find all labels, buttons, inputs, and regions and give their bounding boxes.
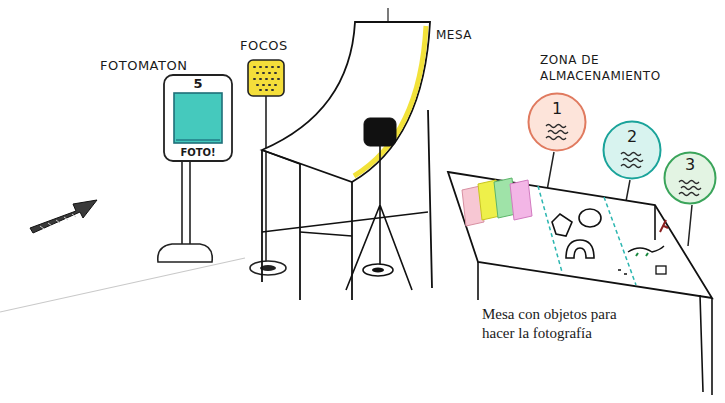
wavy-lines: [679, 181, 701, 196]
black-light-base: [363, 264, 393, 276]
black-light: [364, 118, 396, 146]
callout-number: 1: [527, 100, 587, 118]
small-tool: [660, 220, 668, 232]
wavy-lines: [621, 153, 643, 168]
small-box: [656, 266, 666, 274]
table-legs: [262, 110, 432, 300]
storage-sign: 1: [527, 92, 587, 152]
black-light-stand: [346, 146, 412, 290]
block-shape: [552, 214, 572, 236]
table-crossbars: [262, 150, 428, 236]
light-dots: [254, 67, 279, 90]
area-label: FOCOS: [240, 38, 288, 54]
booth-base: [158, 244, 212, 262]
floor-line: [0, 258, 245, 312]
photo-booth: 5FOTO!: [163, 74, 233, 162]
screen-shade: [176, 139, 220, 141]
arrow-hatching: [40, 214, 76, 229]
yellow-edge: [354, 26, 426, 176]
entrance-arrow: [30, 200, 97, 233]
violet-card: [510, 180, 532, 220]
table-note: Mesa con objetos para hacer la fotografí…: [482, 305, 632, 343]
ball-shape: [579, 209, 601, 227]
wavy-lines: [546, 125, 568, 140]
arch-shape: [566, 240, 594, 258]
area-label: MESA: [436, 28, 472, 43]
callout-number: 3: [663, 156, 717, 174]
yellow-light: [248, 60, 284, 96]
table-dividers: [538, 186, 636, 285]
booth-housing: [164, 75, 232, 161]
booth-caption: FOTO!: [163, 147, 233, 159]
storage-sign: 2: [602, 120, 662, 180]
light-base: [250, 261, 286, 275]
storage-table-legs: [478, 205, 712, 395]
area-label: ZONA DE ALMACENAMIENTO: [540, 52, 690, 84]
booth-pole: [182, 162, 190, 246]
area-label: FOTOMATON: [100, 58, 187, 74]
light-stand: [265, 96, 267, 262]
storage-sign: 3: [663, 151, 717, 205]
small-green-bits: [636, 253, 648, 256]
small-marks: [618, 270, 627, 274]
black-light-base-center: [372, 268, 384, 273]
countdown-number: 5: [163, 76, 233, 91]
small-animal: [628, 246, 664, 252]
callout-number: 2: [602, 128, 662, 146]
booth-screen: [174, 93, 222, 143]
